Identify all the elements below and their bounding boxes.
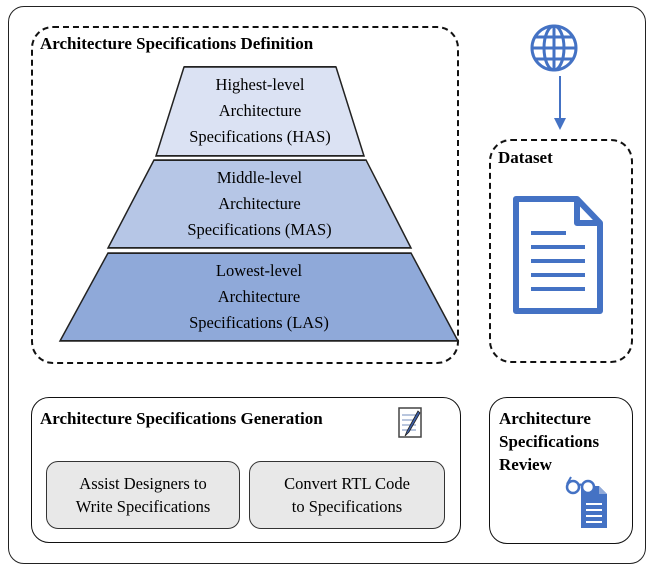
assist-designers-button[interactable]: Assist Designers to Write Specifications — [46, 461, 240, 529]
convert-rtl-line-2: to Specifications — [291, 497, 403, 516]
glasses-document-icon — [565, 476, 607, 528]
generation-title: Architecture Specifications Generation — [40, 409, 323, 428]
review-panel — [489, 397, 633, 544]
flow-arrow — [554, 76, 566, 130]
dataset-title: Dataset — [498, 148, 553, 167]
tier-lowest-line-2: Architecture — [217, 287, 301, 306]
assist-designers-line-2: Write Specifications — [75, 497, 211, 516]
convert-rtl-line-1: Convert RTL Code — [284, 474, 410, 493]
review-title-line-1: Architecture — [499, 409, 591, 428]
tier-middle-line-3: Specifications (MAS) — [187, 220, 332, 239]
tier-highest: Highest-level Architecture Specification… — [156, 66, 364, 156]
tier-highest-line-2: Architecture — [218, 101, 302, 120]
generation-panel — [31, 397, 461, 543]
document-icon — [513, 196, 603, 314]
globe-icon — [530, 24, 578, 72]
outer-frame — [8, 6, 646, 564]
tier-lowest-line-3: Specifications (LAS) — [189, 313, 329, 332]
assist-designers-line-1: Assist Designers to — [79, 474, 207, 493]
review-title: Architecture Specifications Review — [499, 407, 599, 476]
definition-title: Architecture Specifications Definition — [40, 34, 314, 53]
tier-lowest-line-1: Lowest-level — [215, 261, 303, 280]
pen-document-icon — [398, 407, 422, 438]
convert-rtl-button[interactable]: Convert RTL Code to Specifications — [249, 461, 445, 529]
tier-highest-line-1: Highest-level — [215, 75, 305, 94]
dataset-panel — [489, 139, 633, 363]
tier-middle-line-2: Architecture — [218, 194, 301, 213]
tier-middle: Middle-level Architecture Specifications… — [108, 160, 411, 248]
tier-highest-line-3: Specifications (HAS) — [189, 127, 331, 146]
review-title-line-3: Review — [499, 455, 552, 474]
tier-lowest: Lowest-level Architecture Specifications… — [60, 253, 458, 341]
definition-panel — [31, 26, 459, 364]
tier-middle-line-1: Middle-level — [216, 168, 303, 187]
review-title-line-2: Specifications — [499, 432, 600, 451]
